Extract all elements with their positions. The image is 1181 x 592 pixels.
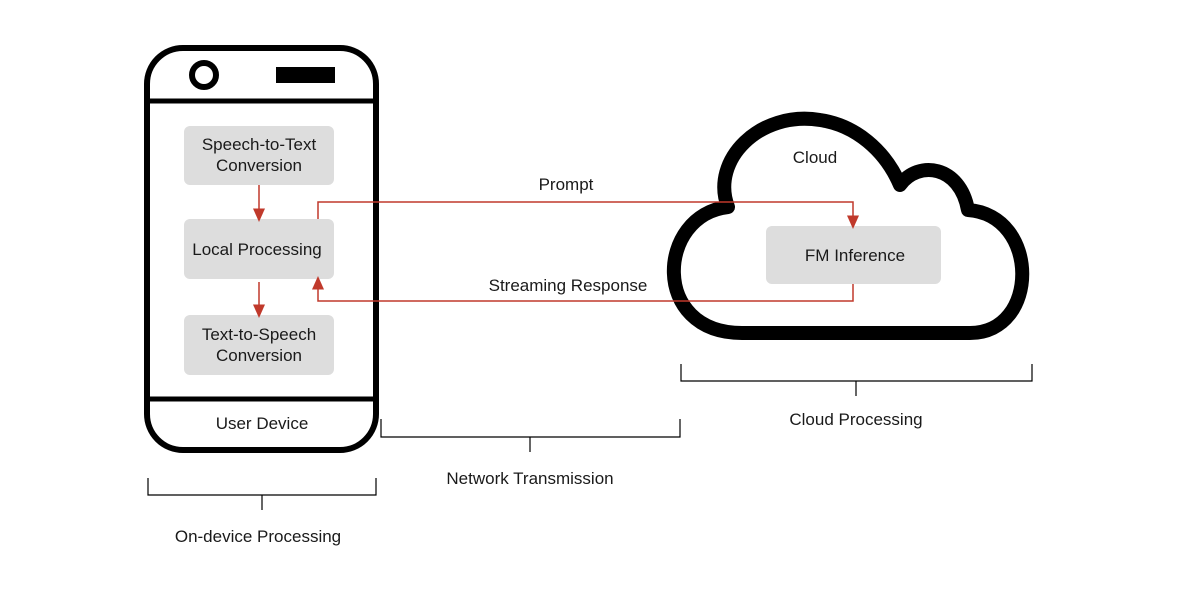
prompt-label: Prompt [539, 175, 594, 194]
streaming-response-label: Streaming Response [489, 276, 648, 295]
prompt-arrow [317, 201, 859, 229]
speech-to-text-box: Speech-to-Text Conversion [184, 126, 334, 185]
speech-to-text-label-line2: Conversion [216, 156, 302, 175]
cloud-brace [680, 364, 1033, 396]
text-to-speech-label-line1: Text-to-Speech [202, 325, 316, 344]
cloud-label: Cloud [793, 148, 837, 167]
fm-inference-label: FM Inference [805, 246, 905, 265]
streaming-response-arrow [312, 276, 854, 302]
network-brace [380, 419, 681, 452]
speech-to-text-label-line1: Speech-to-Text [202, 135, 317, 154]
local-processing-box: Local Processing [184, 219, 334, 279]
speaker-icon [276, 67, 335, 83]
on-device-processing-label: On-device Processing [175, 527, 341, 546]
fm-inference-box: FM Inference [766, 226, 941, 284]
network-transmission-label: Network Transmission [446, 469, 613, 488]
user-device-label: User Device [216, 414, 309, 433]
on-device-brace [147, 478, 377, 510]
local-processing-label: Local Processing [192, 240, 321, 259]
text-to-speech-box: Text-to-Speech Conversion [184, 315, 334, 375]
text-to-speech-label-line2: Conversion [216, 346, 302, 365]
cloud-processing-label: Cloud Processing [789, 410, 922, 429]
camera-icon [189, 60, 219, 90]
